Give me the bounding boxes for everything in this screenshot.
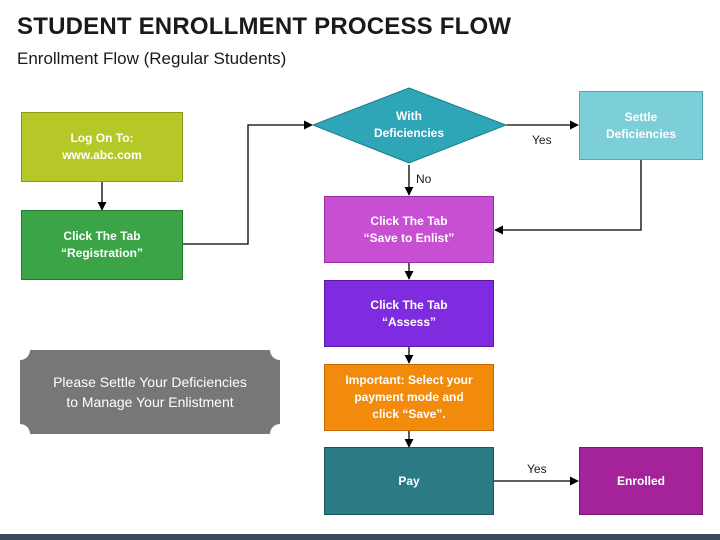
step-log-on: Log On To: www.abc.com xyxy=(21,112,183,182)
step-pay: Pay xyxy=(324,447,494,515)
arrow-registration-to-deficiencies xyxy=(182,120,313,245)
step-registration: Click The Tab “Registration” xyxy=(21,210,183,280)
step-settle-deficiencies: Settle Deficiencies xyxy=(579,91,703,160)
page-title: STUDENT ENROLLMENT PROCESS FLOW xyxy=(17,13,512,40)
decision-diamond xyxy=(311,87,508,164)
decision-with-deficiencies: With Deficiencies xyxy=(373,109,445,140)
edge-label-no: No xyxy=(416,172,432,186)
footer-bar xyxy=(0,534,720,540)
page-subtitle: Enrollment Flow (Regular Students) xyxy=(17,49,287,68)
edge-label-yes-bottom: Yes xyxy=(527,462,547,476)
step-enrolled: Enrolled xyxy=(579,447,703,515)
note-shape xyxy=(20,350,280,434)
edge-label-yes-top: Yes xyxy=(532,133,552,147)
note-settle-deficiencies: Please Settle Your Deficiencies to Manag… xyxy=(53,374,247,410)
step-save-to-enlist: Click The Tab “Save to Enlist” xyxy=(324,196,494,263)
step-select-payment-mode: Important: Select your payment mode and … xyxy=(324,364,494,431)
step-assess: Click The Tab “Assess” xyxy=(324,280,494,347)
arrow-settle-to-enlist xyxy=(494,160,642,235)
